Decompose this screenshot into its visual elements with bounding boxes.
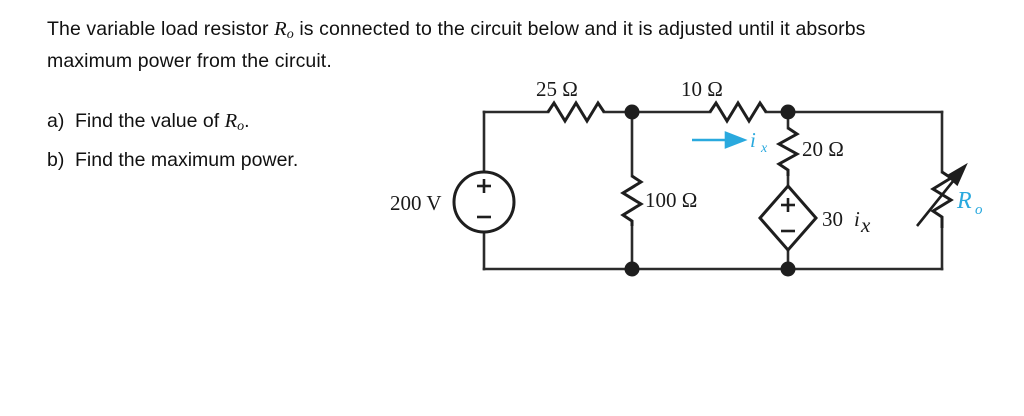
resistor-20-ohm-zigzag — [775, 126, 801, 176]
node-dots — [624, 104, 796, 277]
resistor-10-ohm: 10 Ω — [681, 77, 768, 124]
question-b-text: Find the maximum power. — [75, 149, 299, 171]
voltage-source-circle — [452, 170, 516, 234]
resistor-10-ohm-zigzag — [708, 100, 768, 124]
variable-resistor-arrow-head — [945, 162, 968, 187]
node-dot-bottom-middle — [624, 261, 640, 277]
variable-resistor-arrow-shaft — [915, 174, 960, 227]
question-a-text-post: . — [244, 110, 250, 132]
current-ix-indicator: i x — [692, 128, 768, 156]
problem-statement: The variable load resistor Ro is connect… — [47, 16, 937, 75]
dependent-source-diamond — [758, 183, 818, 253]
dependent-voltage-source: 30 i x — [758, 183, 871, 253]
current-ix-label-subscript: x — [760, 141, 768, 156]
resistor-25-ohm: 25 Ω — [536, 77, 606, 124]
variable-ro-letter: R — [274, 18, 287, 40]
variable-resistor-zigzag — [930, 170, 954, 228]
resistor-100-ohm-label: 100 Ω — [645, 188, 697, 212]
dependent-source-variable: i — [854, 207, 860, 231]
variable-resistor-label-subscript: o — [975, 202, 983, 218]
problem-statement-part2: is connected to the circuit below and it… — [47, 18, 866, 73]
question-b-label: b) — [47, 149, 65, 171]
resistor-100-ohm-zigzag — [620, 174, 644, 226]
resistor-25-ohm-zigzag — [546, 100, 606, 124]
question-b: b) Find the maximum power. — [47, 149, 298, 172]
voltage-source-label: 200 V — [390, 191, 442, 215]
resistor-25-ohm-label: 25 Ω — [536, 77, 578, 101]
node-dot-top-middle — [624, 104, 640, 120]
resistor-10-ohm-label: 10 Ω — [681, 77, 723, 101]
resistor-20-ohm-label: 20 Ω — [802, 137, 844, 161]
variable-ro-inline: Ro — [274, 18, 294, 43]
current-ix-arrow-head — [724, 131, 748, 149]
question-a-label: a) — [47, 110, 65, 132]
resistor-20-ohm: 20 Ω — [775, 126, 844, 176]
question-a: a) Find the value of Ro. — [47, 110, 250, 135]
variable-ro-subscript: o — [286, 27, 294, 43]
question-a-variable-letter: R — [224, 110, 238, 132]
variable-resistor-label: R — [956, 188, 972, 214]
current-ix-label: i — [750, 128, 756, 152]
dependent-source-coefficient: 30 — [822, 207, 843, 231]
node-dot-top-right — [780, 104, 796, 120]
independent-voltage-source: 200 V — [390, 170, 516, 234]
node-dot-bottom-right — [780, 261, 796, 277]
question-a-text-pre: Find the value of — [75, 110, 225, 132]
dependent-source-variable-subscript: x — [860, 213, 871, 237]
question-a-variable-ro: Ro — [224, 110, 245, 135]
variable-load-resistor: R o — [915, 162, 983, 228]
problem-statement-part1: The variable load resistor — [47, 18, 275, 40]
wire-network — [482, 110, 944, 271]
question-a-variable-subscript: o — [237, 119, 245, 135]
resistor-100-ohm: 100 Ω — [620, 174, 697, 226]
